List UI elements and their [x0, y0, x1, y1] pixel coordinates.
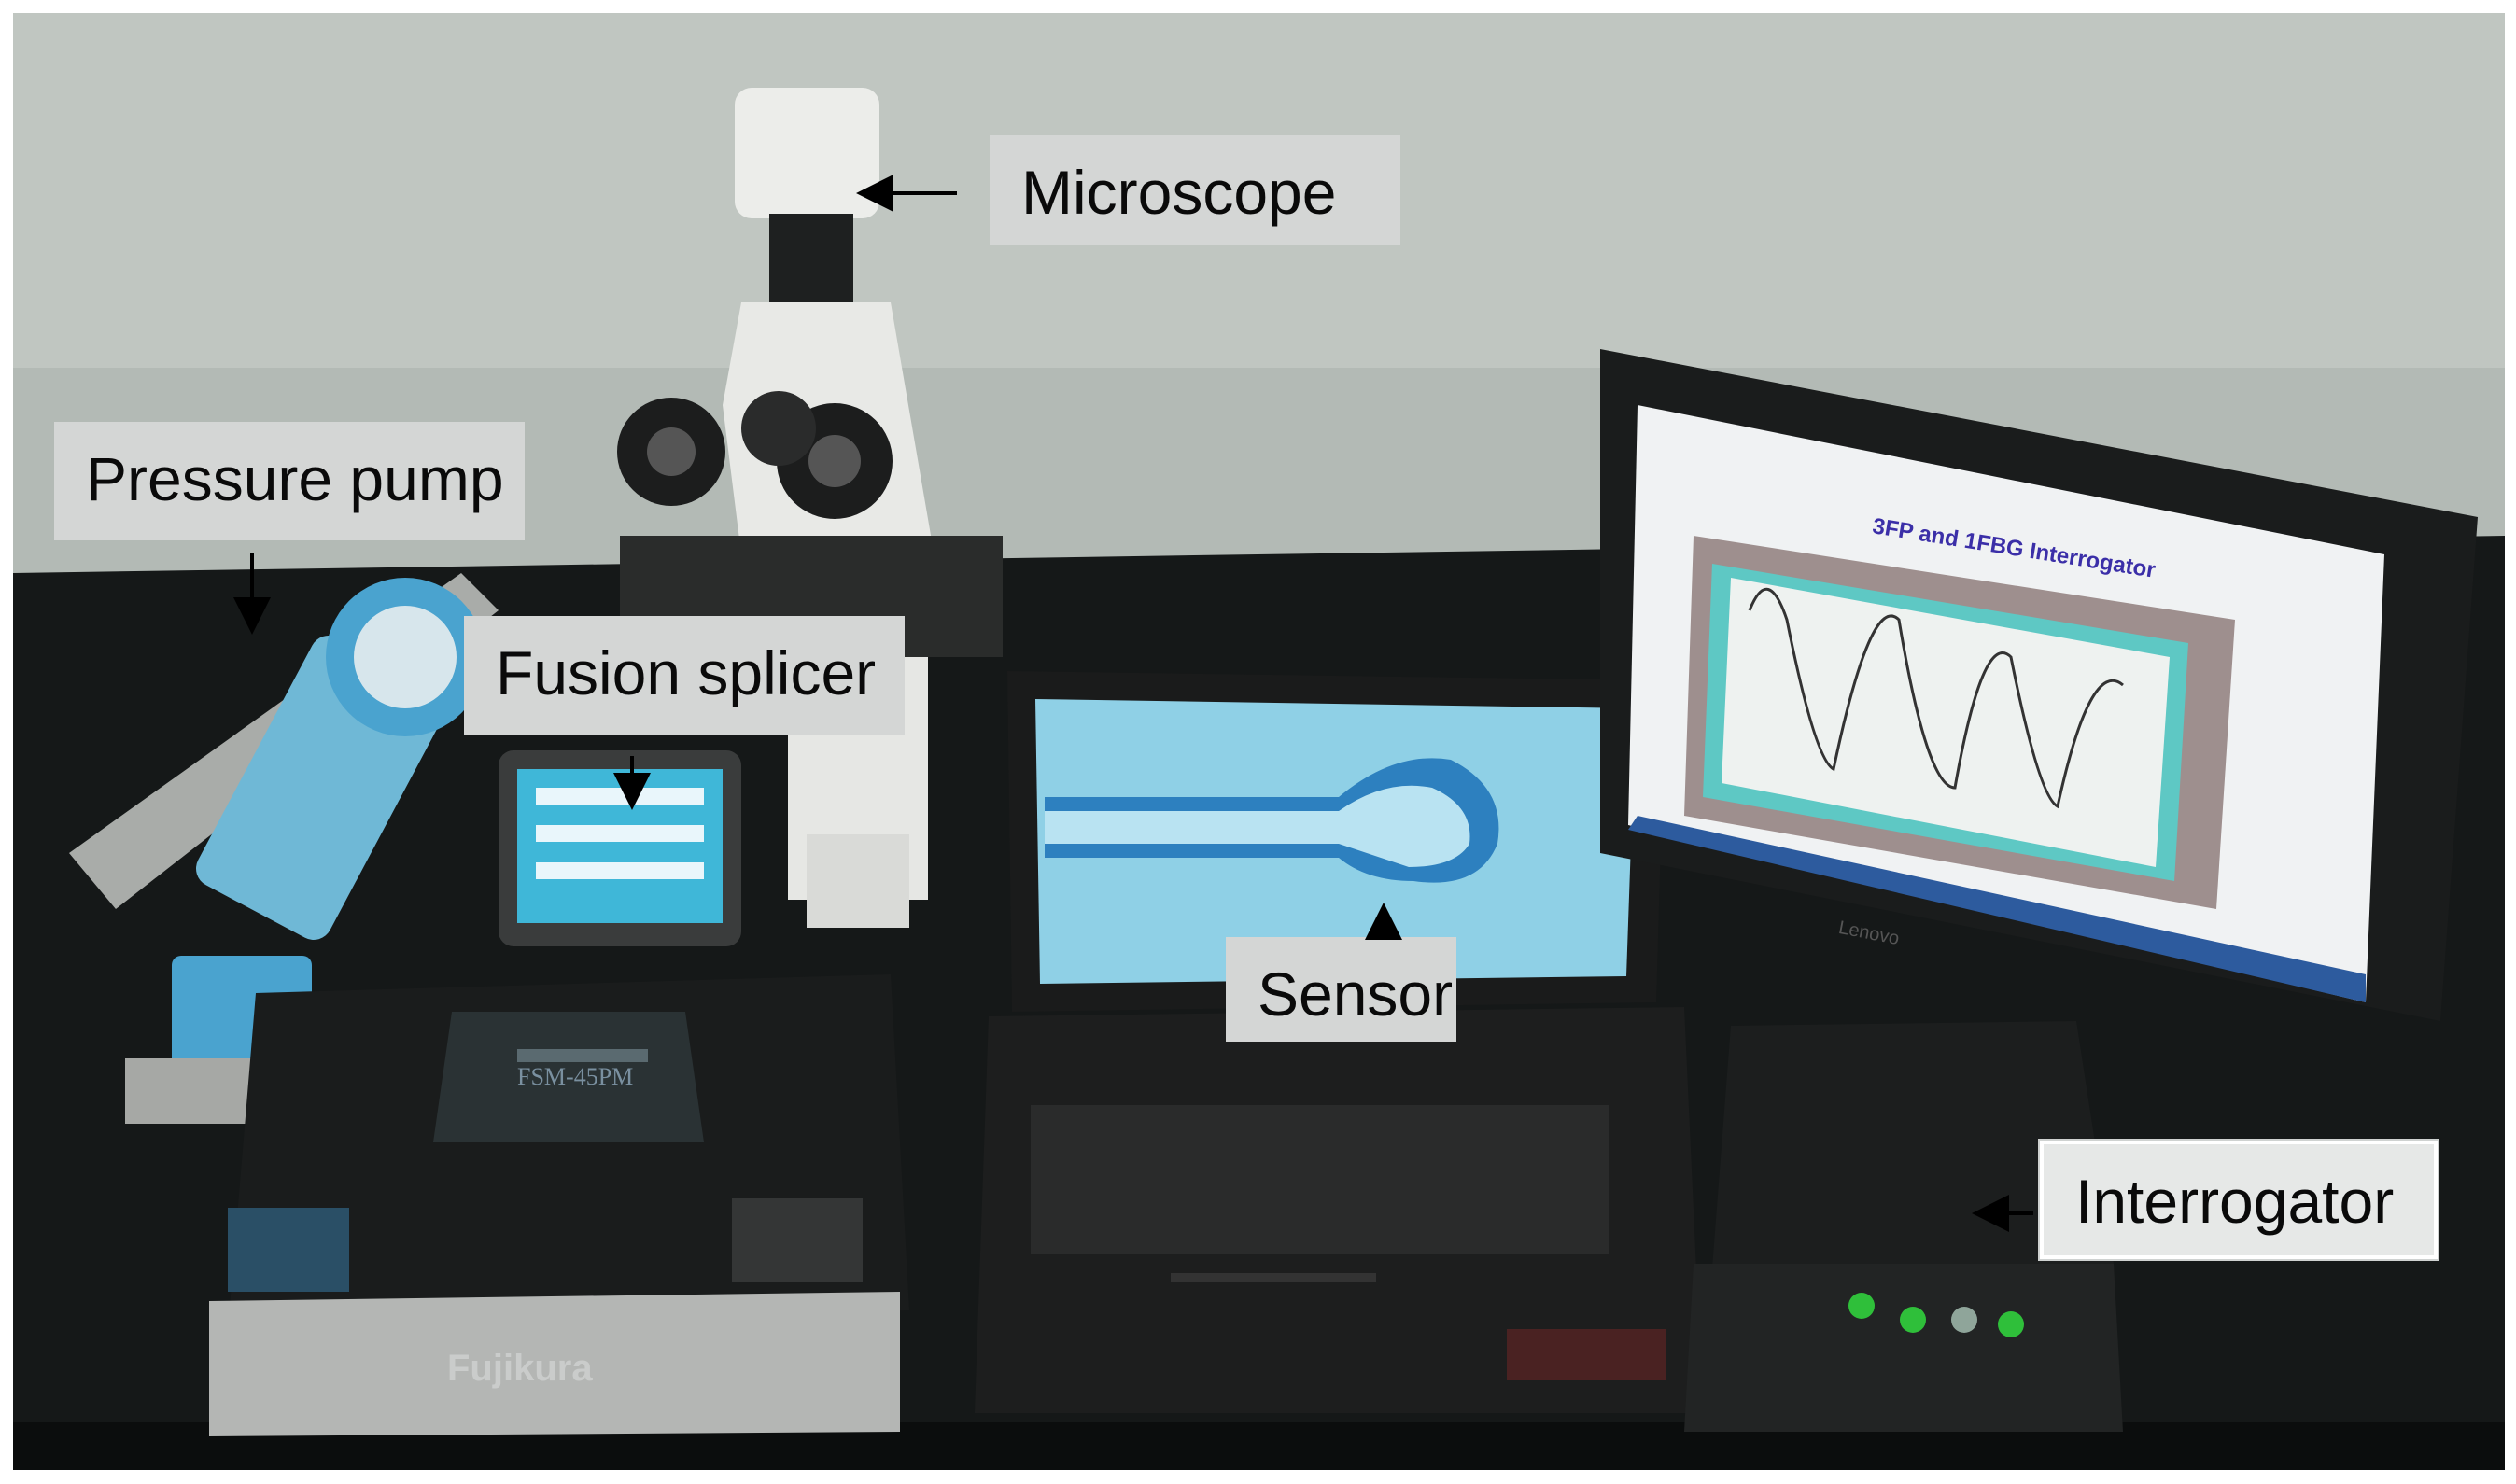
label-pressure-pump: Pressure pump — [54, 422, 525, 540]
splicer-model: FSM-45PM — [517, 1063, 634, 1090]
fusion-splicer — [209, 750, 909, 1436]
lab-photo: 3FP and 1FBG Interrogator FSM-45PM Fujik… — [13, 13, 2505, 1470]
label-microscope: Microscope — [990, 135, 1400, 245]
label-fusion-splicer: Fusion splicer — [464, 616, 905, 735]
label-interrogator: Interrogator — [2040, 1141, 2438, 1259]
monitor — [1600, 349, 2478, 1021]
interrogator-device — [1684, 1021, 2123, 1432]
scene — [13, 13, 2505, 1470]
splicer-brand: Fujikura — [447, 1348, 593, 1389]
laptop — [975, 671, 1703, 1413]
label-sensor: Sensor — [1226, 937, 1456, 1042]
